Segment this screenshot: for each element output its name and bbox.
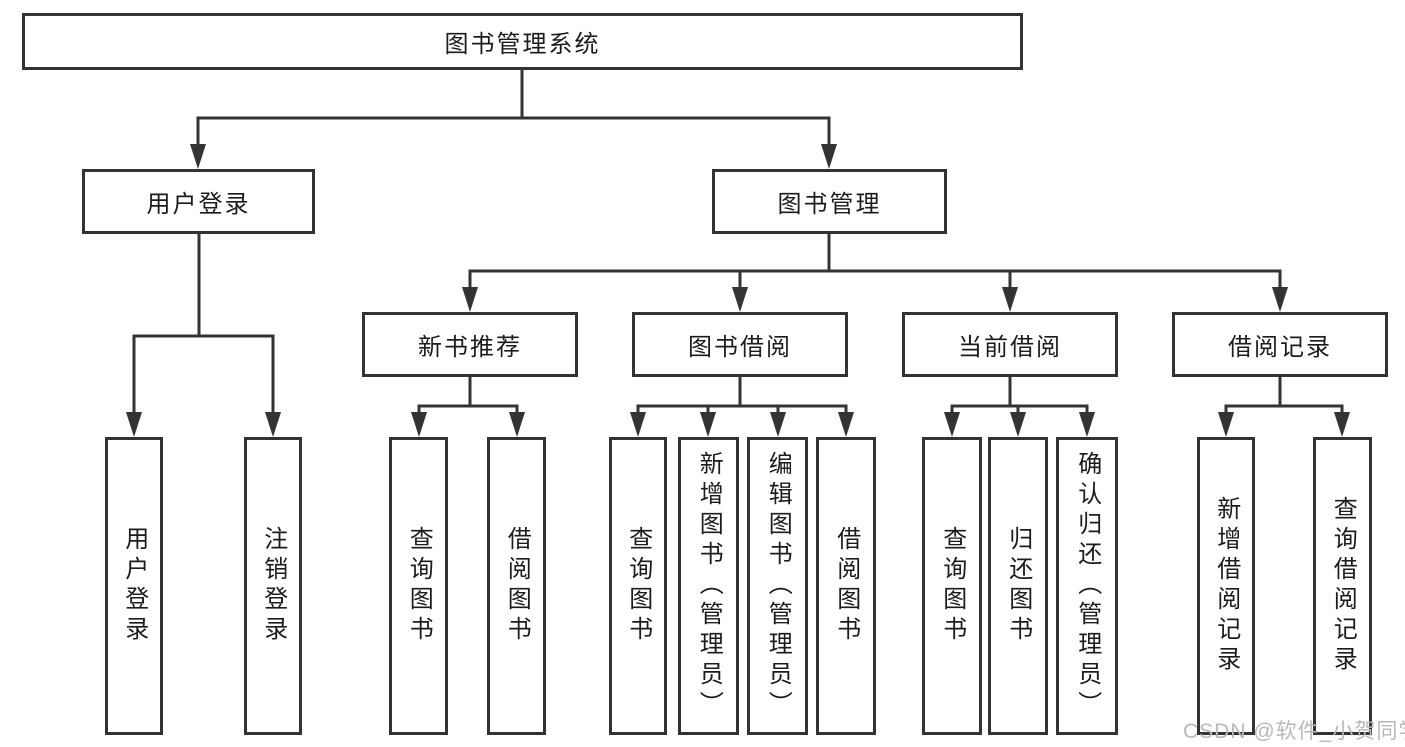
connector-book-borrowing-to-leaves xyxy=(630,377,854,437)
connector-root-to-level2 xyxy=(190,70,837,169)
node-library-management-system: 图书管理系统 xyxy=(22,13,1023,70)
leaf-return-books: 归还图书 xyxy=(988,437,1048,735)
node-current-borrowing: 当前借阅 xyxy=(902,312,1118,377)
node-user-login: 用户登录 xyxy=(82,169,315,234)
connector-borrowing-records-to-leaves xyxy=(1218,377,1350,437)
node-book-borrowing: 图书借阅 xyxy=(632,312,848,377)
leaf-confirm-return-admin: 确认归还（管理员） xyxy=(1056,437,1118,735)
leaf-query-books-current: 查询图书 xyxy=(922,437,982,735)
leaf-logout: 注销登录 xyxy=(244,437,302,735)
leaf-query-borrow-record: 查询借阅记录 xyxy=(1313,437,1372,735)
leaf-add-book-admin: 新增图书（管理员） xyxy=(678,437,739,735)
leaf-add-borrow-record: 新增借阅记录 xyxy=(1197,437,1255,735)
leaf-query-books-borrowing: 查询图书 xyxy=(609,437,667,735)
leaf-edit-book-admin: 编辑图书（管理员） xyxy=(747,437,808,735)
leaf-query-books-recommend: 查询图书 xyxy=(389,437,448,735)
node-new-book-recommend: 新书推荐 xyxy=(362,312,578,377)
leaf-borrow-books-borrowing: 借阅图书 xyxy=(816,437,876,735)
connector-book-management-to-level3 xyxy=(462,234,1288,312)
watermark: CSDN @软件_小贺同学 xyxy=(1183,720,1405,743)
leaf-borrow-books-recommend: 借阅图书 xyxy=(487,437,546,735)
connector-user-login-to-leaves xyxy=(126,234,281,437)
node-book-management: 图书管理 xyxy=(712,169,947,234)
connector-current-borrowing-to-leaves xyxy=(944,377,1095,437)
leaf-user-login: 用户登录 xyxy=(105,437,163,735)
connector-new-book-recommend-to-leaves xyxy=(411,377,525,437)
node-borrowing-records: 借阅记录 xyxy=(1172,312,1388,377)
